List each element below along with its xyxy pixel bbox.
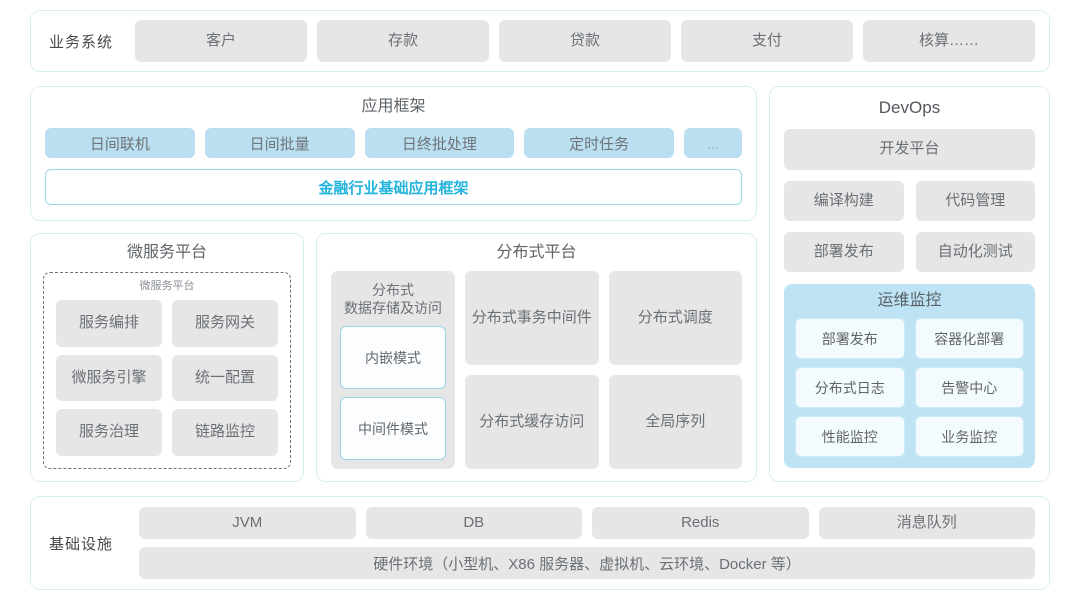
- app-framework-item-2[interactable]: 日终批处理: [364, 128, 515, 158]
- microservice-platform-grid: 服务编排 服务网关 微服务引擎 统一配置 服务治理 链路监控: [56, 300, 278, 456]
- ops-monitor-item-1[interactable]: 容器化部署: [914, 318, 1024, 359]
- left-column: 应用框架 日间联机 日间批量 日终批处理 定时任务 ... 金融行业基础应用框架…: [30, 86, 757, 482]
- devops-card: DevOps 开发平台 编译构建 代码管理 部署发布 自动化测试 运维监控 部署…: [769, 86, 1050, 482]
- finance-base-framework-banner: 金融行业基础应用框架: [45, 169, 742, 205]
- microservice-item-0[interactable]: 服务编排: [56, 300, 162, 347]
- infrastructure-pills: JVM DB Redis 消息队列: [139, 507, 1035, 539]
- infrastructure-hardware-bar[interactable]: 硬件环境（小型机、X86 服务器、虚拟机、云环境、Docker 等）: [139, 547, 1035, 579]
- distributed-item-2[interactable]: 分布式 缓存访问: [465, 375, 599, 469]
- business-systems-row: 业务系统 客户 存款 贷款 支付 核算……: [30, 10, 1050, 72]
- infrastructure-item-0[interactable]: JVM: [139, 507, 356, 539]
- ops-monitor-group: 运维监控 部署发布 容器化部署 分布式日志 告警中心 性能监控 业务监控: [784, 284, 1035, 468]
- devops-item-2[interactable]: 部署发布: [784, 232, 904, 272]
- distributed-item-0-line1: 分布式: [471, 308, 517, 326]
- distributed-platform-title: 分布式平台: [496, 244, 577, 261]
- distributed-item-2-line2: 缓存访问: [524, 412, 585, 430]
- distributed-storage-title: 分布式 数据存储及访问: [340, 281, 446, 317]
- platforms-subrow: 微服务平台 微服务平台 服务编排 服务网关 微服务引擎 统一配置 服务治理 链路…: [30, 233, 757, 482]
- ops-monitor-item-2[interactable]: 分布式日志: [795, 367, 905, 408]
- distributed-item-0-line2: 事务中间件: [516, 308, 592, 326]
- business-system-item-4[interactable]: 核算……: [863, 20, 1035, 62]
- ops-monitor-title: 运维监控: [877, 292, 942, 309]
- infrastructure-label: 基础设施: [49, 535, 114, 553]
- distributed-storage-group[interactable]: 分布式 数据存储及访问 内嵌模式 中间件模式: [331, 271, 455, 469]
- distributed-item-2-line1: 分布式: [479, 412, 525, 430]
- devops-item-1[interactable]: 代码管理: [915, 181, 1035, 221]
- devops-grid: 编译构建 代码管理 部署发布 自动化测试: [784, 181, 1035, 272]
- distributed-platform-grid: 分布式 事务中间件 分布式调度 分布式 缓存访问 全局序列: [465, 271, 742, 469]
- microservice-platform-card: 微服务平台 微服务平台 服务编排 服务网关 微服务引擎 统一配置 服务治理 链路…: [30, 233, 304, 482]
- infrastructure-item-3[interactable]: 消息队列: [818, 507, 1035, 539]
- ops-monitor-item-3[interactable]: 告警中心: [914, 367, 1024, 408]
- infrastructure-row: 基础设施 JVM DB Redis 消息队列 硬件环境（小型机、X86 服务器、…: [30, 496, 1050, 590]
- devops-platform-item[interactable]: 开发平台: [784, 129, 1035, 170]
- business-system-item-3[interactable]: 支付: [681, 20, 853, 62]
- microservice-platform-dashed-group: 微服务平台 服务编排 服务网关 微服务引擎 统一配置 服务治理 链路监控: [43, 272, 291, 469]
- ops-monitor-grid: 部署发布 容器化部署 分布式日志 告警中心 性能监控 业务监控: [795, 318, 1024, 457]
- ops-monitor-item-0[interactable]: 部署发布: [795, 318, 905, 359]
- microservice-platform-title: 微服务平台: [126, 244, 207, 261]
- microservice-platform-inner-label: 微服务平台: [139, 280, 195, 292]
- distributed-platform-body: 分布式 数据存储及访问 内嵌模式 中间件模式 分布式 事务中间件 分布式调度: [331, 271, 742, 469]
- devops-item-3[interactable]: 自动化测试: [915, 232, 1035, 272]
- distributed-storage-mode-1[interactable]: 中间件模式: [340, 397, 446, 460]
- distributed-item-1[interactable]: 分布式调度: [608, 271, 742, 365]
- microservice-item-5[interactable]: 链路监控: [172, 409, 278, 456]
- app-framework-card: 应用框架 日间联机 日间批量 日终批处理 定时任务 ... 金融行业基础应用框架: [30, 86, 757, 221]
- app-framework-item-1[interactable]: 日间批量: [204, 128, 355, 158]
- devops-title: DevOps: [878, 98, 941, 117]
- business-system-item-0[interactable]: 客户: [135, 20, 307, 62]
- distributed-item-0[interactable]: 分布式 事务中间件: [465, 271, 599, 365]
- app-framework-item-0[interactable]: 日间联机: [45, 128, 195, 158]
- microservice-item-1[interactable]: 服务网关: [172, 300, 278, 347]
- distributed-item-3[interactable]: 全局序列: [608, 375, 742, 469]
- ops-monitor-item-4[interactable]: 性能监控: [795, 416, 905, 457]
- app-framework-pill-row: 日间联机 日间批量 日终批处理 定时任务 ...: [45, 128, 742, 158]
- microservice-item-3[interactable]: 统一配置: [172, 354, 278, 402]
- microservice-item-4[interactable]: 服务治理: [56, 409, 162, 456]
- infrastructure-item-1[interactable]: DB: [365, 507, 582, 539]
- ops-monitor-item-5[interactable]: 业务监控: [914, 416, 1024, 457]
- infrastructure-content: JVM DB Redis 消息队列 硬件环境（小型机、X86 服务器、虚拟机、云…: [139, 507, 1035, 579]
- business-system-item-1[interactable]: 存款: [317, 20, 489, 62]
- business-systems-pills: 客户 存款 贷款 支付 核算……: [135, 20, 1035, 62]
- middle-row: 应用框架 日间联机 日间批量 日终批处理 定时任务 ... 金融行业基础应用框架…: [30, 86, 1050, 482]
- distributed-storage-title-line2: 数据存储及访问: [344, 300, 442, 317]
- devops-item-0[interactable]: 编译构建: [784, 181, 904, 221]
- distributed-storage-mode-0[interactable]: 内嵌模式: [340, 326, 446, 390]
- distributed-storage-title-line1: 分布式: [372, 282, 414, 298]
- app-framework-more-item[interactable]: ...: [684, 128, 742, 158]
- app-framework-title: 应用框架: [361, 98, 426, 115]
- business-systems-label: 业务系统: [49, 33, 114, 51]
- business-system-item-2[interactable]: 贷款: [499, 20, 671, 62]
- distributed-platform-card: 分布式平台 分布式 数据存储及访问 内嵌模式 中间件模式: [316, 233, 757, 482]
- infrastructure-item-2[interactable]: Redis: [592, 507, 809, 539]
- app-framework-item-3[interactable]: 定时任务: [524, 128, 674, 158]
- microservice-item-2[interactable]: 微服务引擎: [56, 354, 162, 402]
